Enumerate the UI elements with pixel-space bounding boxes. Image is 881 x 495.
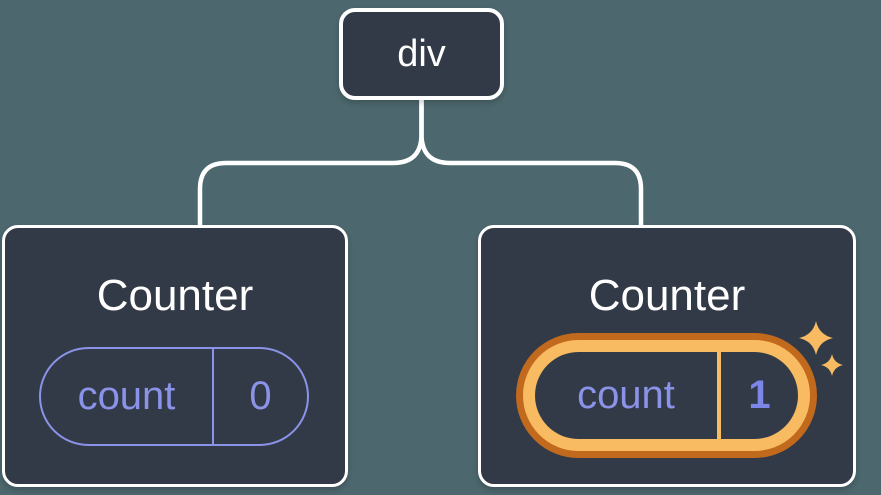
state-value: 0 xyxy=(249,374,272,418)
state-pill-highlighted: count 1 xyxy=(516,333,817,458)
counter-card-right: Counter count 1 xyxy=(478,225,856,487)
pill-divider xyxy=(717,352,721,439)
state-name-label: count xyxy=(41,349,214,444)
counter-card-left: Counter count 0 xyxy=(2,225,348,487)
card-title: Counter xyxy=(96,271,254,320)
state-value: 1 xyxy=(748,373,771,417)
sparkle-small xyxy=(821,354,843,376)
card-title: Counter xyxy=(588,271,746,320)
sparkles-icon xyxy=(799,321,843,376)
sparkle-large xyxy=(799,321,833,355)
state-pill: count 0 xyxy=(39,347,309,446)
node-label: div xyxy=(397,33,446,75)
connector-right-branch xyxy=(419,100,644,227)
connector-left-branch xyxy=(197,100,424,227)
tree-node-div: div xyxy=(339,8,504,100)
state-name-label: count xyxy=(577,373,675,417)
state-pill-inner: count 1 xyxy=(535,352,798,439)
